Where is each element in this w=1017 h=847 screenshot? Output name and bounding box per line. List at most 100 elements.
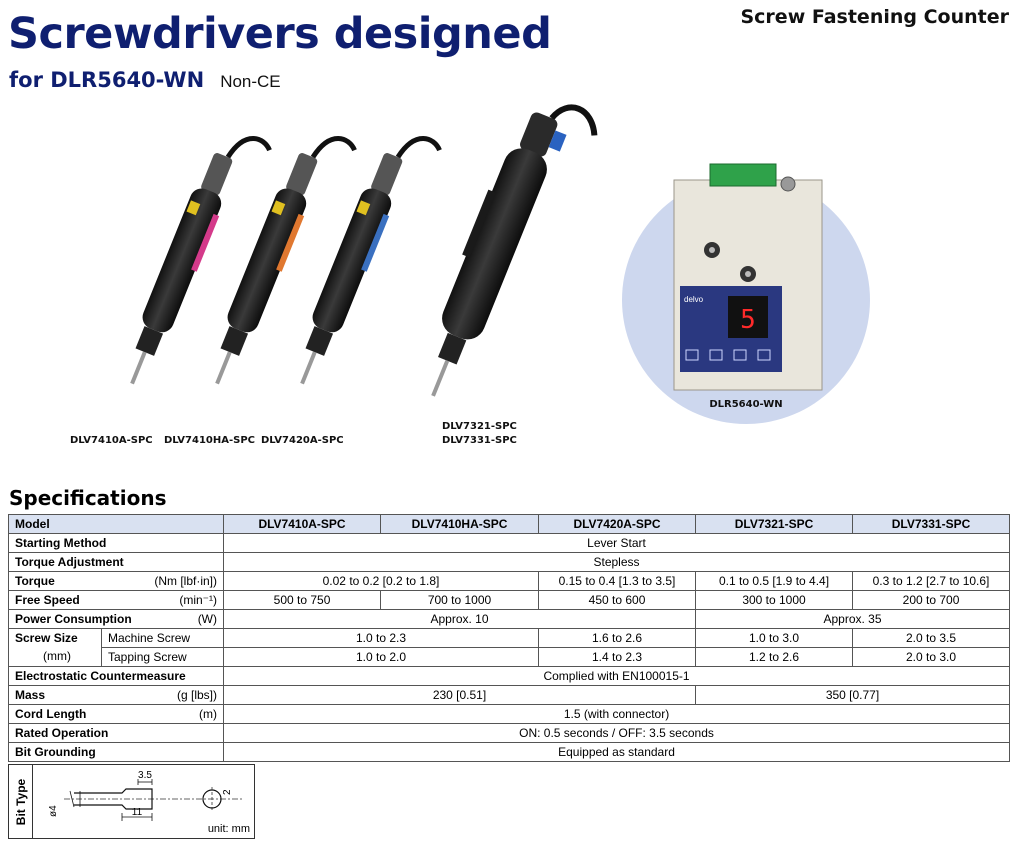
specifications-heading: Specifications xyxy=(9,486,167,510)
table-cell: 230 [0.51] xyxy=(223,685,697,705)
label-text: Torque xyxy=(15,574,55,588)
table-row: Torque Adjustment Stepless xyxy=(7,552,1011,572)
table-row: Tapping Screw 1.0 to 2.0 1.4 to 2.3 1.2 … xyxy=(9,647,1011,667)
caption-model-2: DLV7410HA-SPC xyxy=(164,435,255,446)
model-header: DLV7410A-SPC xyxy=(223,514,382,534)
table-cell: 1.0 to 3.0 xyxy=(695,628,854,648)
row-label-esd: Electrostatic Countermeasure xyxy=(7,666,225,686)
model-header: DLV7410HA-SPC xyxy=(380,514,540,534)
row-label-torque-adjustment: Torque Adjustment xyxy=(7,552,225,572)
specifications-table: Model DLV7410A-SPC DLV7410HA-SPC DLV7420… xyxy=(7,514,1011,762)
row-label-torque: Torque (Nm [lbf·in]) xyxy=(7,571,225,591)
table-row: Rated Operation ON: 0.5 seconds / OFF: 3… xyxy=(7,723,1011,743)
table-cell: Equipped as standard xyxy=(223,742,1011,762)
caption-model-5: DLV7331-SPC xyxy=(442,435,517,446)
caption-model-1: DLV7410A-SPC xyxy=(70,435,153,446)
table-cell: Complied with EN100015-1 xyxy=(223,666,1011,686)
counter-label: Screw Fastening Counter xyxy=(740,6,1009,28)
unit-text: (min⁻¹) xyxy=(179,593,218,607)
bit-dim-circle: 2 xyxy=(222,789,233,795)
table-row: Model DLV7410A-SPC DLV7410HA-SPC DLV7420… xyxy=(7,514,1011,534)
table-cell: 1.0 to 2.0 xyxy=(223,647,540,667)
row-label-bit-grounding: Bit Grounding xyxy=(7,742,225,762)
unit-text: (mm) xyxy=(43,649,71,663)
table-cell: 1.6 to 2.6 xyxy=(538,628,697,648)
table-row: Torque (Nm [lbf·in]) 0.02 to 0.2 [0.2 to … xyxy=(7,571,1011,591)
bit-dim-width: 3.5 xyxy=(138,770,152,781)
label-text: Power Consumption xyxy=(15,612,132,626)
table-row: Starting Method Lever Start xyxy=(7,533,1011,553)
driver-dlv7321 xyxy=(431,104,598,397)
table-cell: 200 to 700 xyxy=(852,590,1011,610)
table-cell: 700 to 1000 xyxy=(380,590,540,610)
row-label-free-speed: Free Speed (min⁻¹) xyxy=(7,590,225,610)
label-text: Cord Length xyxy=(15,707,87,721)
table-cell: 300 to 1000 xyxy=(695,590,854,610)
unit-text: (m) xyxy=(199,707,218,721)
table-row: Power Consumption (W) Approx. 10 Approx. … xyxy=(7,609,1011,629)
table-cell: 0.3 to 1.2 [2.7 to 10.6] xyxy=(852,571,1011,591)
driver-dlv7410a xyxy=(130,136,272,385)
table-cell: Lever Start xyxy=(223,533,1011,553)
row-label-tapping-screw: Tapping Screw xyxy=(100,647,225,667)
caption-model-4: DLV7321-SPC xyxy=(442,421,517,432)
table-cell: 450 to 600 xyxy=(538,590,697,610)
bit-dim-diameter: ø4 xyxy=(48,805,59,817)
controller-brand: delvo xyxy=(684,295,704,304)
row-label-screw-size: Screw Size (mm) xyxy=(8,628,102,667)
table-cell: 0.15 to 0.4 [1.3 to 3.5] xyxy=(538,571,697,591)
unit-text: (W) xyxy=(197,612,218,626)
row-label-mass: Mass (g [lbs]) xyxy=(7,685,225,705)
table-cell: 2.0 to 3.5 xyxy=(852,628,1011,648)
model-header: DLV7420A-SPC xyxy=(538,514,697,534)
table-cell: 1.0 to 2.3 xyxy=(223,628,540,648)
table-row: Free Speed (min⁻¹) 500 to 750 700 to 1000… xyxy=(7,590,1011,610)
unit-text: (g [lbs]) xyxy=(177,688,218,702)
model-header: DLV7331-SPC xyxy=(852,514,1011,534)
subtitle-tag: Non-CE xyxy=(220,72,281,91)
table-cell: 1.2 to 2.6 xyxy=(695,647,854,667)
driver-dlv7410ha xyxy=(215,136,357,385)
row-label-rated-operation: Rated Operation xyxy=(7,723,225,743)
label-text: Free Speed xyxy=(15,593,80,607)
table-cell: 2.0 to 3.0 xyxy=(852,647,1011,667)
controller-image: 5 delvo DLR5640-WN xyxy=(622,150,870,426)
label-text: Mass xyxy=(15,688,46,702)
row-label-model: Model xyxy=(7,514,225,534)
table-cell: 0.1 to 0.5 [1.9 to 4.4] xyxy=(695,571,854,591)
bit-type-diagram: 3.5 11 ø4 2 xyxy=(48,770,244,821)
bit-type-box: Bit Type 3.5 11 ø4 2 unit: mm xyxy=(8,764,255,839)
driver-dlv7420a xyxy=(300,136,442,385)
screwdriver-images: DLV7410A-SPC DLV7410HA-SPC DLV7420A-SPC … xyxy=(60,95,620,455)
unit-text: (Nm [lbf·in]) xyxy=(154,574,218,588)
table-row: Mass (g [lbs]) 230 [0.51] 350 [0.77] xyxy=(7,685,1011,705)
table-cell: 1.5 (with connector) xyxy=(223,704,1011,724)
label-text: Screw Size xyxy=(15,631,78,645)
controller-caption: DLR5640-WN xyxy=(709,399,782,410)
row-label-cord-length: Cord Length (m) xyxy=(7,704,225,724)
table-cell: 1.4 to 2.3 xyxy=(538,647,697,667)
table-row: Cord Length (m) 1.5 (with connector) xyxy=(7,704,1011,724)
bit-type-label: Bit Type xyxy=(13,778,28,825)
controller-illustration: 5 delvo DLR5640-WN xyxy=(622,163,870,424)
table-row: Bit Grounding Equipped as standard xyxy=(7,742,1011,762)
table-cell: ON: 0.5 seconds / OFF: 3.5 seconds xyxy=(223,723,1011,743)
row-label-starting-method: Starting Method xyxy=(7,533,225,553)
screwdrivers-illustration xyxy=(130,104,598,397)
table-row: Electrostatic Countermeasure Complied wi… xyxy=(7,666,1011,686)
model-header: DLV7321-SPC xyxy=(695,514,854,534)
bit-dim-length: 11 xyxy=(132,807,143,818)
table-row: Screw Size(mm) Machine Screw 1.0 to 2.3 … xyxy=(8,628,1011,667)
bit-unit: unit: mm xyxy=(207,823,250,835)
caption-model-3: DLV7420A-SPC xyxy=(261,435,344,446)
subtitle-model: for DLR5640-WN xyxy=(9,68,205,92)
table-cell: Approx. 35 xyxy=(695,609,1011,629)
table-cell: 0.02 to 0.2 [0.2 to 1.8] xyxy=(223,571,540,591)
page-subtitle: for DLR5640-WN Non-CE xyxy=(9,68,281,94)
table-cell: Approx. 10 xyxy=(223,609,697,629)
page-title: Screwdrivers designed xyxy=(8,9,552,59)
table-cell: 500 to 750 xyxy=(223,590,382,610)
table-cell: 350 [0.77] xyxy=(695,685,1011,705)
bit-type-label-cell: Bit Type xyxy=(9,765,33,838)
row-label-machine-screw: Machine Screw xyxy=(100,628,225,648)
